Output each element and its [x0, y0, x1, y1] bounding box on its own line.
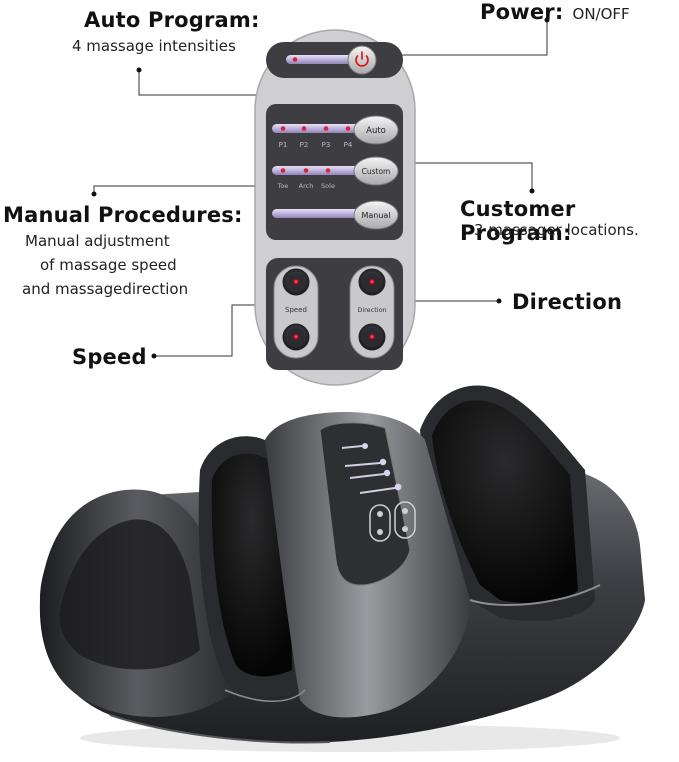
customer-program-desc: 3 massager locations.: [474, 221, 639, 239]
power-desc: ON/OFF: [572, 5, 630, 23]
direction-panel-label: Direction: [357, 306, 386, 314]
custom-button-shape: [353, 156, 399, 186]
manual-procedures-desc-line: of massage speed: [40, 256, 177, 274]
auto-button-label: Auto: [366, 126, 386, 136]
custom-location-label: Sole: [321, 182, 335, 190]
control-panel: Auto Custom Manual P1 P2 P3 P4 Toe Arch …: [254, 29, 416, 386]
speed-title: Speed: [72, 345, 147, 369]
manual-procedures-title: Manual Procedures:: [3, 203, 243, 227]
manual-procedures-desc-line: and massagedirection: [22, 280, 189, 298]
manual-button-label: Manual: [361, 211, 390, 220]
power-title: Power:: [480, 0, 564, 24]
power-annotation: Power: ON/OFF: [480, 0, 630, 24]
auto-level-label: P2: [300, 141, 309, 149]
auto-program-title: Auto Program:: [84, 8, 260, 32]
auto-button-shape: [353, 115, 399, 145]
power-icon: [355, 51, 369, 67]
custom-location-label: Arch: [299, 182, 314, 190]
auto-program-desc: 4 massage intensities: [72, 37, 236, 55]
manual-button-shape: [353, 200, 399, 230]
custom-button-label: Custom: [362, 167, 391, 176]
customer-program-title: Customer Program:: [460, 197, 576, 245]
manual-procedures-desc-line: Manual adjustment: [25, 232, 170, 250]
direction-title: Direction: [512, 290, 623, 314]
auto-level-label: P3: [322, 141, 331, 149]
speed-panel-label: Speed: [285, 306, 307, 314]
auto-level-label: P1: [279, 141, 288, 149]
custom-location-label: Toe: [277, 182, 289, 190]
auto-level-label: P4: [344, 141, 353, 149]
foot-massager-device: [39, 385, 645, 752]
